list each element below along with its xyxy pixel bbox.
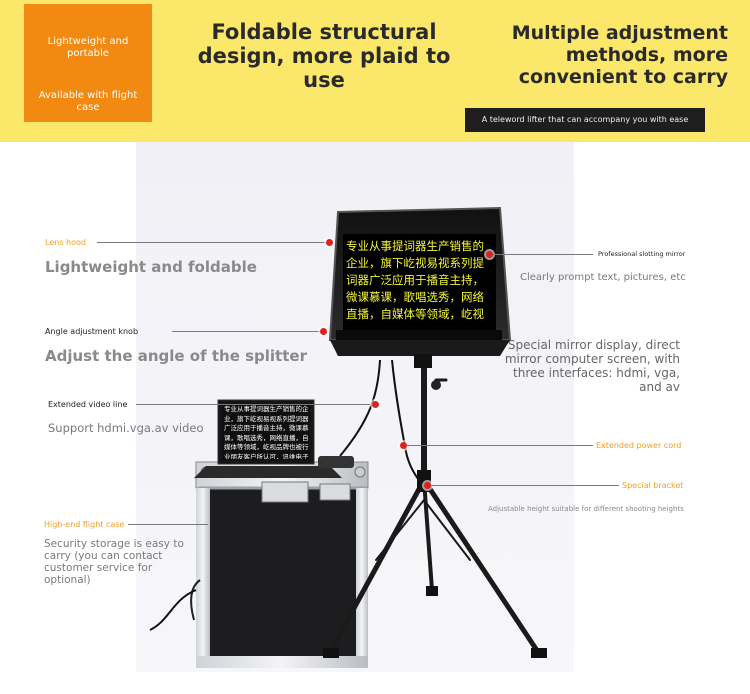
label-lens-hood: Lens hood [45,238,86,247]
laptop-screen-text: 专业从事提词器生产销售的企业，旗下屹视易视系列提词器广泛应用于播音主持，微课慕课… [224,405,309,459]
label-power-cord: Extended power cord [596,441,682,450]
leader-line-slotting-mirror [493,254,593,255]
label-flight-case: High-end flight case [44,520,125,529]
leader-line-bracket [431,485,619,486]
laptop [194,399,354,478]
marker-power-cord [400,442,407,449]
label-slotting-mirror: Professional slotting mirror [598,250,686,258]
label-video-line: Extended video line [48,400,128,409]
marker-angle-knob [320,328,327,335]
desc-lens-hood: Lightweight and foldable [45,258,257,276]
badge-line-portable: Lightweight and portable [47,36,129,59]
badge-line-flight-case: Available with flight case [38,90,138,113]
desc-slotting-mirror: Clearly prompt text, pictures, etc [520,272,686,283]
leader-line-flight-case [128,524,208,525]
marker-lens-hood [326,239,333,246]
flight-case [190,461,369,668]
label-bracket: Special bracket [622,481,684,490]
desc-mirror-display: Special mirror display, direct mirror co… [504,338,680,394]
leader-line-video-line [136,404,372,405]
label-angle-knob: Angle adjustment knob [45,327,139,336]
marker-video-line [372,401,379,408]
desc-video-line: Support hdmi.vga.av video [48,421,204,435]
headline-foldable: Foldable structural design, more plaid t… [197,20,451,92]
leader-line-lens-hood [97,242,327,243]
tagline-bar: A teleword lifter that can accompany you… [465,108,705,132]
marker-slotting-mirror [486,251,493,258]
marker-bracket [424,482,431,489]
prompter-text: 专业从事提词器生产销售的企业，旗下屹视易视系列提词器广泛应用于播音主持，微课慕课… [346,239,484,321]
desc-bracket: Adjustable height suitable for different… [488,505,684,513]
desc-flight-case: Security storage is easy to carry (you c… [44,538,184,586]
desc-angle-knob: Adjust the angle of the splitter [45,347,307,365]
headline-adjustment: Multiple adjustment methods, more conven… [511,22,728,88]
badge-box: Lightweight and portable Available with … [24,4,152,122]
leader-line-power-cord [407,445,593,446]
leader-line-angle-knob [172,331,320,332]
prompter-hood [328,206,512,368]
